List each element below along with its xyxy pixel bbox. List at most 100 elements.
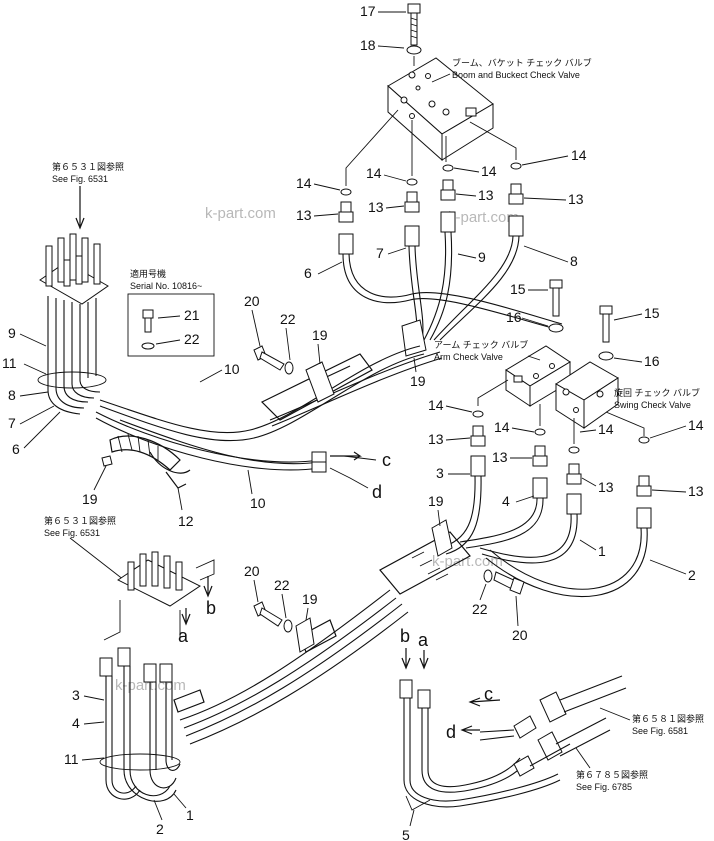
hose-fitting (404, 225, 420, 247)
hose-fitting (440, 211, 456, 233)
hose-fitting (508, 215, 524, 237)
o-ring-14 (340, 188, 352, 196)
part-number: 4 (72, 715, 80, 731)
part-number: 15 (644, 305, 660, 321)
part-number: 14 (481, 163, 497, 179)
o-ring-14 (442, 164, 454, 172)
bolt-21 (142, 309, 154, 333)
part-number: 8 (8, 387, 16, 403)
hose-fitting (143, 663, 157, 683)
part-number: 9 (8, 325, 16, 341)
clamp-19 (401, 319, 427, 357)
fitting-lower (513, 755, 535, 777)
fig-ref-jp: 第６５３１図参照 (52, 161, 124, 172)
part-number: 6 (304, 265, 312, 281)
boom-valve-label-en: Boom and Buckect Check Valve (452, 70, 580, 80)
hose-fitting (470, 455, 486, 477)
watermark: k-part.com (448, 209, 519, 226)
washer-22 (141, 342, 155, 350)
part-number: 13 (688, 483, 704, 499)
o-ring-14 (534, 428, 546, 436)
bolt-20 (253, 345, 285, 371)
hose-end (311, 461, 327, 473)
part-number: 10 (250, 495, 266, 511)
adapter-13 (470, 425, 486, 447)
fig-ref-jp: 第６７８５図参照 (576, 769, 648, 780)
boom-valve-label-jp: ブーム、バケット チェック バルブ (452, 57, 592, 68)
connection-letter: b (400, 626, 410, 646)
bolt-20 (253, 601, 283, 627)
part-number: 3 (72, 687, 80, 703)
o-ring-14 (510, 162, 522, 170)
connection-letter: a (418, 630, 429, 650)
part-number: 13 (568, 191, 584, 207)
part-number: 3 (436, 465, 444, 481)
hose-fitting (532, 477, 548, 499)
fig-ref-en: See Fig. 6785 (576, 782, 632, 792)
part-number: 1 (598, 543, 606, 559)
connection-letter: b (206, 598, 216, 618)
bolt-15 (549, 279, 563, 317)
washer-16 (548, 323, 564, 333)
fig-ref-jp: 第６５８１図参照 (632, 713, 704, 724)
part-number: 7 (376, 245, 384, 261)
part-number: 19 (410, 373, 426, 389)
serial-box (127, 293, 215, 357)
part-number: 13 (478, 187, 494, 203)
connection-letter: d (372, 482, 382, 502)
part-number: 13 (492, 449, 508, 465)
connection-letter: c (484, 684, 493, 704)
hose-fitting (566, 493, 582, 515)
clamp-19 (101, 455, 113, 467)
washer-18 (406, 45, 422, 55)
connector-d2 (537, 731, 563, 761)
part-number: 22 (472, 601, 488, 617)
part-number: 12 (178, 513, 194, 529)
adapter-13 (404, 191, 420, 213)
part-number: 17 (360, 3, 376, 19)
part-number: 14 (428, 397, 444, 413)
bolt-17 (407, 3, 421, 46)
o-ring-14 (568, 446, 580, 454)
part-number: 22 (280, 311, 296, 327)
manifold-block-upper (39, 233, 109, 305)
part-number: 13 (296, 207, 312, 223)
clamp-19 (431, 519, 453, 557)
part-number: 20 (244, 563, 260, 579)
o-ring-14 (638, 436, 650, 444)
clamp-19 (305, 361, 335, 403)
adapter-13 (566, 463, 582, 485)
hose-fitting (338, 233, 354, 255)
arm-check-valve (505, 345, 571, 407)
part-number: 22 (274, 577, 290, 593)
hose-fitting (636, 507, 652, 529)
arm-valve-label-jp: アーム チェック バルブ (434, 339, 528, 350)
watermark: k-part.com (432, 553, 503, 570)
adapter-13 (338, 201, 354, 223)
connection-letter: c (382, 450, 391, 470)
arm-valve-label-en: Arm Check Valve (434, 352, 503, 362)
boom-bucket-check-valve (387, 57, 494, 162)
part-number: 11 (64, 751, 79, 767)
part-number: 19 (312, 327, 328, 343)
band-clamp (99, 753, 181, 771)
adapter-13 (440, 179, 456, 201)
adapter-13 (636, 475, 652, 497)
hose-end (311, 451, 327, 463)
part-number: 13 (598, 479, 614, 495)
swing-check-valve (555, 361, 619, 429)
part-number: 14 (571, 147, 587, 163)
part-number: 2 (688, 567, 696, 583)
o-ring-14 (406, 178, 418, 186)
part-number: 16 (506, 309, 522, 325)
part-number: 13 (428, 431, 444, 447)
swing-valve-label-jp: 旋回 チェック バルブ (614, 387, 700, 398)
hose-fitting (117, 647, 131, 667)
manifold-block-lower (117, 551, 201, 607)
part-number: 14 (494, 419, 510, 435)
part-number: 19 (428, 493, 444, 509)
serial-label-en: Serial No. 10816~ (130, 281, 202, 291)
connection-letter: d (446, 722, 456, 742)
fig-ref-en: See Fig. 6531 (52, 174, 108, 184)
